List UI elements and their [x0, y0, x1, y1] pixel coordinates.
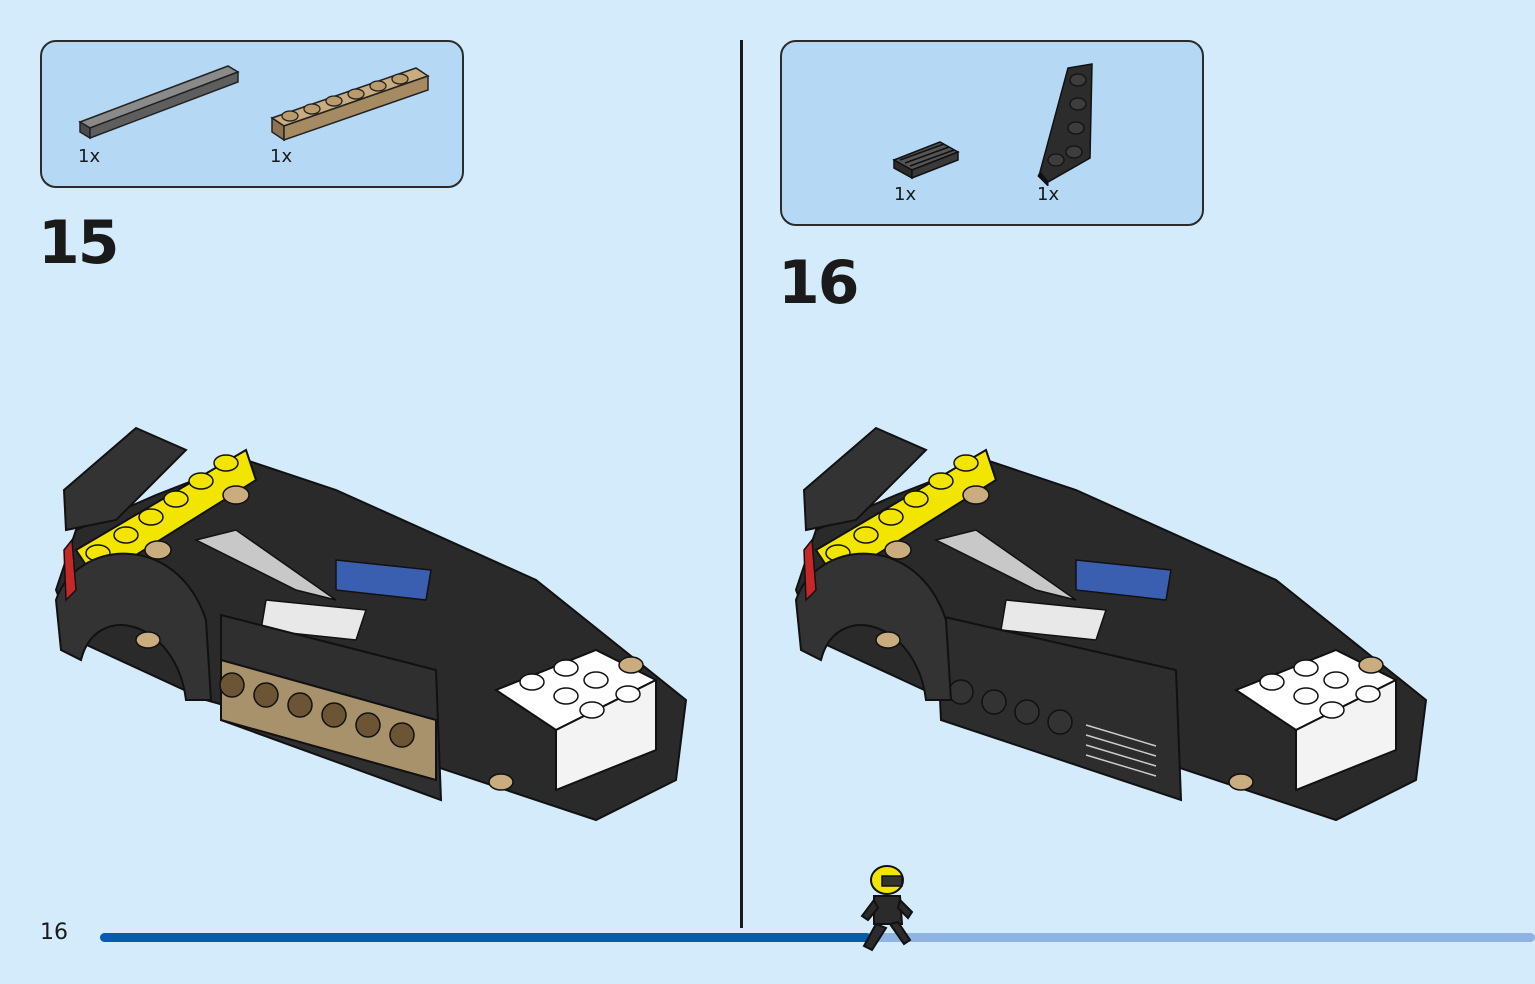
parts-callout-step-15: 1x 1x	[40, 40, 464, 188]
model-assembly-step-16	[794, 426, 1428, 822]
step-number: 15	[38, 208, 119, 278]
part-quantity: 1x	[78, 146, 101, 167]
model-assembly-step-15	[54, 426, 688, 822]
tan-plate-icon	[270, 67, 430, 142]
step-divider	[740, 40, 743, 928]
parts-callout-step-16: 1x 1x	[780, 40, 1204, 226]
build-progress-bar	[100, 933, 1535, 942]
part-quantity: 1x	[270, 146, 293, 167]
wedge-plate-icon	[1037, 63, 1093, 186]
part-quantity: 1x	[1037, 184, 1060, 205]
step-number: 16	[778, 248, 859, 318]
dark-grey-tile-icon	[78, 65, 240, 140]
grille-tile-icon	[892, 141, 960, 180]
page-number: 16	[40, 920, 68, 945]
build-progress-fill	[100, 933, 871, 942]
part-quantity: 1x	[894, 184, 917, 205]
minifigure-runner-icon	[860, 865, 914, 952]
